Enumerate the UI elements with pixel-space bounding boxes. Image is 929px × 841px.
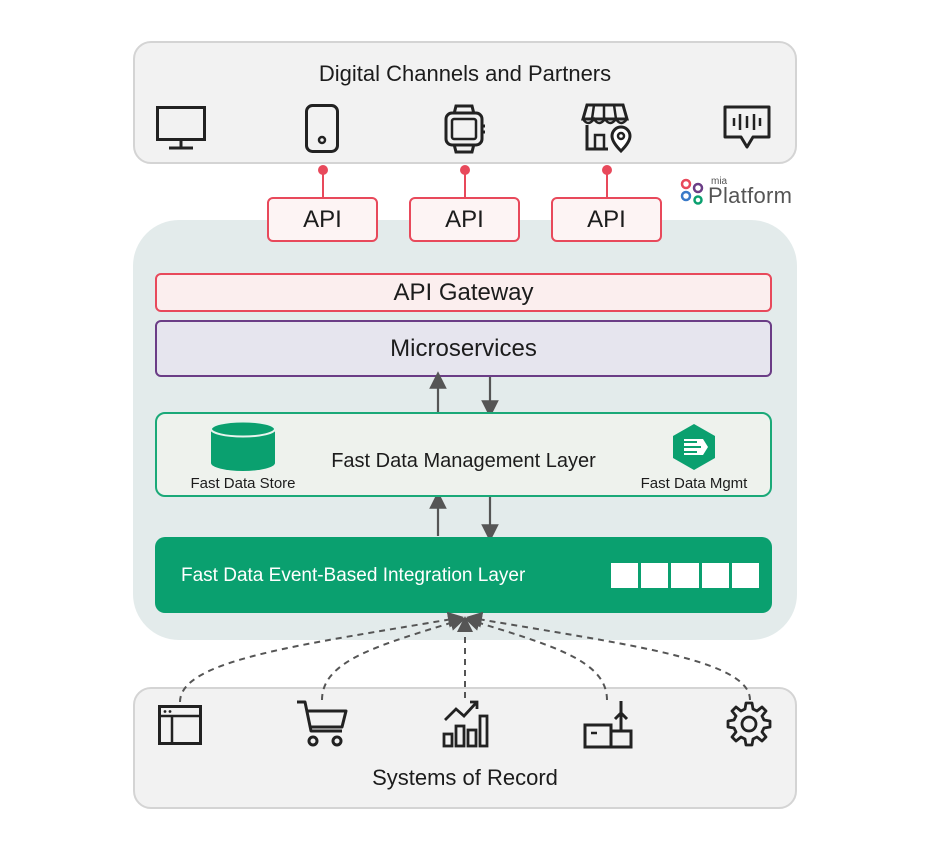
event-integration-layer: Fast Data Event-Based Integration Layer bbox=[155, 537, 772, 613]
event-queue-icon bbox=[611, 563, 760, 588]
fast-data-management-layer: Fast Data Management Layer Fast Data Sto… bbox=[155, 412, 772, 497]
systems-of-record-title: Systems of Record bbox=[372, 765, 558, 790]
database-icon bbox=[210, 420, 276, 471]
api-box-2: API bbox=[409, 197, 520, 242]
api-box-1: API bbox=[267, 197, 378, 242]
browser-window-icon bbox=[158, 705, 202, 745]
digital-channels-title: Digital Channels and Partners bbox=[318, 61, 612, 86]
smartphone-icon bbox=[305, 104, 339, 153]
fast-data-mgmt-icon bbox=[673, 424, 715, 470]
factory-icon bbox=[583, 701, 633, 749]
shopping-cart-icon bbox=[297, 700, 348, 747]
systems-of-record-panel: Systems of Record bbox=[133, 687, 797, 809]
api-gateway-bar: API Gateway bbox=[155, 273, 772, 312]
smartwatch-icon bbox=[444, 104, 485, 154]
fast-data-management-title: Fast Data Management Layer bbox=[331, 450, 596, 472]
fast-data-store-label: Fast Data Store bbox=[190, 475, 296, 492]
microservices-bar: Microservices bbox=[155, 320, 772, 377]
monitor-icon bbox=[156, 106, 206, 150]
logo-small-text: mia bbox=[711, 176, 728, 187]
gear-icon bbox=[726, 701, 772, 747]
logo-main-text: Platform bbox=[708, 183, 793, 208]
mia-platform-logo: mia Platform bbox=[680, 176, 800, 208]
voice-assistant-icon bbox=[723, 105, 771, 149]
store-location-icon bbox=[581, 103, 632, 154]
mia-logo-mark-icon bbox=[680, 178, 704, 205]
growth-chart-icon bbox=[442, 700, 489, 748]
event-integration-title: Fast Data Event-Based Integration Layer bbox=[181, 565, 526, 586]
fast-data-mgmt-label: Fast Data Mgmt bbox=[640, 475, 748, 492]
api-box-3: API bbox=[551, 197, 662, 242]
